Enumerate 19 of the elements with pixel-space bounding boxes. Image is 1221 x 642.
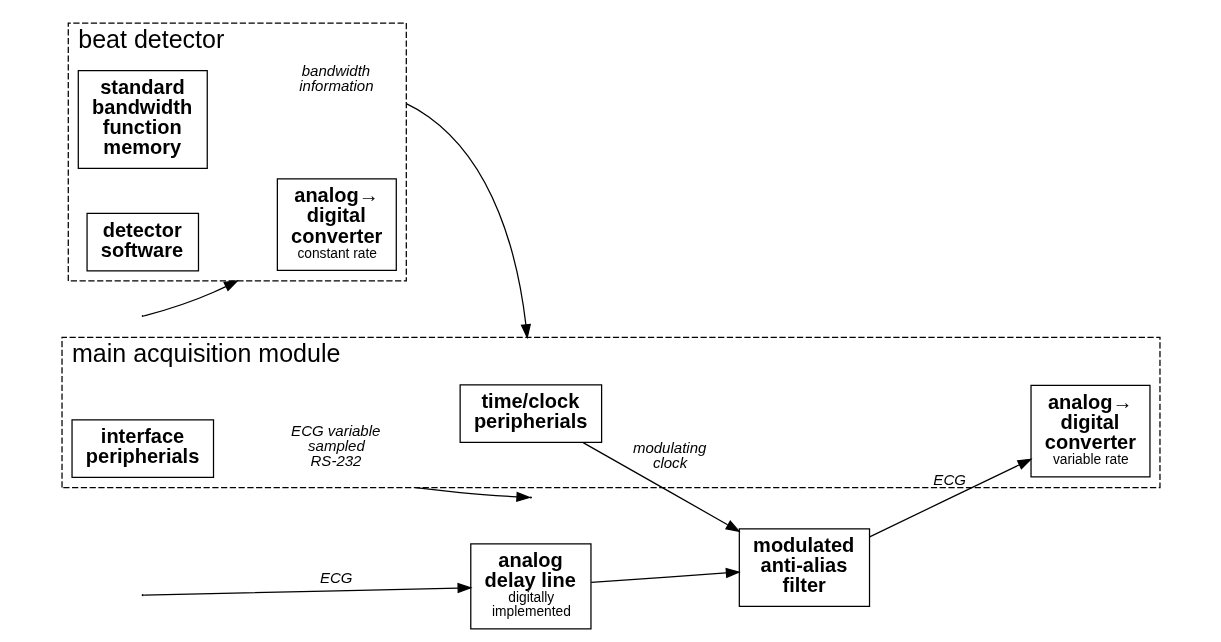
- node-box: analog delay line digitally implemented: [469, 543, 592, 630]
- node-box: analog→ digital converter constant rate: [276, 178, 397, 271]
- edge-label: ECG variable sampled RS-232: [290, 421, 380, 469]
- node-box: analog→ digital converter variable rate: [1029, 384, 1151, 478]
- node-box: interface peripherials: [70, 419, 214, 479]
- node-box: time/clock peripherials: [459, 384, 602, 444]
- edge-label: ECG: [319, 569, 352, 587]
- arrow: [582, 442, 741, 533]
- node-box: standard bandwidth function memory: [77, 70, 208, 169]
- arrow: [143, 280, 239, 317]
- arrow: [405, 102, 531, 340]
- edge-label: bandwidth information: [298, 62, 374, 95]
- node-box: modulated anti-alias filter: [738, 528, 870, 608]
- arrow: [590, 567, 741, 583]
- node-box: detector software: [85, 212, 199, 272]
- edge-label: modulating clock: [632, 439, 706, 472]
- edge-label: ECG: [932, 470, 966, 488]
- arrow: [868, 458, 1032, 538]
- arrow: [142, 582, 472, 596]
